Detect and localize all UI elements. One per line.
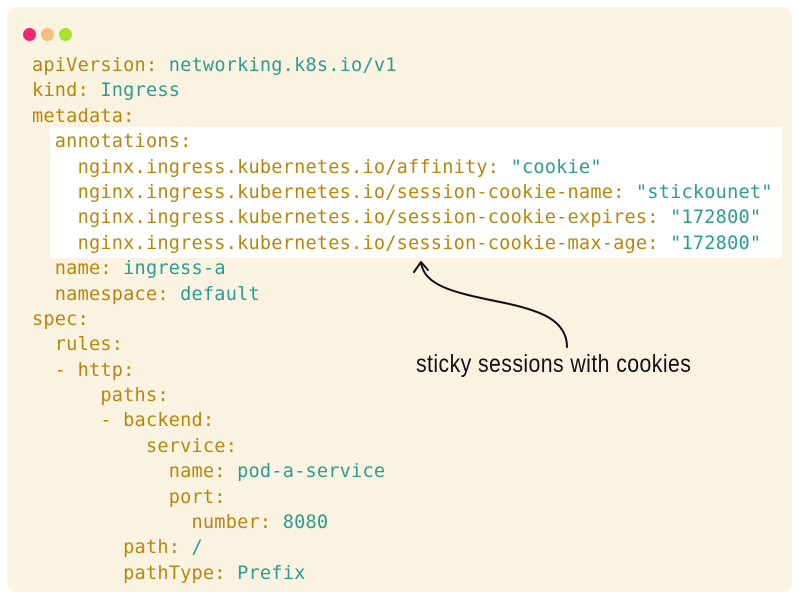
- minimize-dot-icon: [41, 28, 54, 41]
- close-dot-icon: [23, 28, 36, 41]
- code-line: number: 8080: [32, 510, 773, 535]
- code-line: annotations:: [32, 129, 773, 154]
- code-line: apiVersion: networking.k8s.io/v1: [32, 53, 773, 78]
- yaml-key: pathType:: [32, 562, 226, 584]
- code-line: service:: [32, 434, 773, 459]
- yaml-key: metadata:: [32, 105, 135, 127]
- annotation-note: sticky sessions with cookies: [416, 350, 692, 378]
- code-line: name: pod-a-service: [32, 459, 773, 484]
- yaml-key: nginx.ingress.kubernetes.io/affinity:: [32, 156, 500, 178]
- yaml-value: "cookie": [499, 156, 602, 178]
- code-line: paths:: [32, 383, 773, 408]
- maximize-dot-icon: [59, 28, 72, 41]
- yaml-key: nginx.ingress.kubernetes.io/session-cook…: [32, 181, 625, 203]
- yaml-value: "172800": [658, 207, 762, 229]
- code-window: [7, 7, 792, 592]
- yaml-key: annotations:: [32, 131, 192, 153]
- code-line: kind: Ingress: [32, 78, 773, 103]
- yaml-value: Prefix: [225, 562, 306, 584]
- yaml-key: port:: [32, 486, 226, 508]
- yaml-key: service:: [32, 435, 238, 457]
- yaml-value: ingress-a: [111, 258, 226, 280]
- code-line: - backend:: [32, 408, 773, 433]
- yaml-key: rules:: [32, 334, 124, 356]
- yaml-key: - backend:: [32, 410, 215, 432]
- code-line: name: ingress-a: [32, 256, 773, 281]
- yaml-key: path:: [32, 537, 181, 559]
- yaml-key: nginx.ingress.kubernetes.io/session-cook…: [32, 232, 659, 254]
- code-line: rules:: [32, 332, 773, 357]
- yaml-key: - http:: [32, 359, 135, 381]
- yaml-key: name:: [32, 258, 112, 280]
- yaml-key: paths:: [32, 385, 169, 407]
- yaml-key: apiVersion:: [32, 55, 158, 76]
- yaml-value: default: [168, 283, 260, 305]
- yaml-key: number:: [32, 512, 272, 534]
- code-line: port:: [32, 485, 773, 510]
- yaml-value: Ingress: [88, 80, 181, 102]
- yaml-key: spec:: [32, 308, 89, 330]
- yaml-key: nginx.ingress.kubernetes.io/session-cook…: [32, 207, 659, 229]
- annotations-highlight: [50, 127, 782, 258]
- code-line: - http:: [32, 358, 773, 383]
- yaml-key: kind:: [32, 80, 89, 102]
- code-line: nginx.ingress.kubernetes.io/session-cook…: [32, 180, 773, 205]
- yaml-value: "172800": [658, 232, 762, 254]
- yaml-key: namespace:: [32, 283, 169, 305]
- yaml-value: networking.k8s.io/v1: [157, 55, 397, 76]
- yaml-key: name:: [32, 461, 226, 483]
- code-line: nginx.ingress.kubernetes.io/affinity: "c…: [32, 155, 773, 180]
- code-line: nginx.ingress.kubernetes.io/session-cook…: [32, 205, 773, 230]
- yaml-value: 8080: [271, 512, 329, 534]
- code-line: path: /: [32, 535, 773, 560]
- yaml-value: pod-a-service: [225, 461, 386, 483]
- code-line: namespace: default: [32, 282, 773, 307]
- code-line: spec:: [32, 307, 773, 332]
- code-line: pathType: Prefix: [32, 561, 773, 586]
- yaml-value: /: [180, 537, 203, 559]
- code-line: nginx.ingress.kubernetes.io/session-cook…: [32, 231, 773, 256]
- code-line: metadata:: [32, 104, 773, 129]
- yaml-value: "stickounet": [624, 181, 773, 203]
